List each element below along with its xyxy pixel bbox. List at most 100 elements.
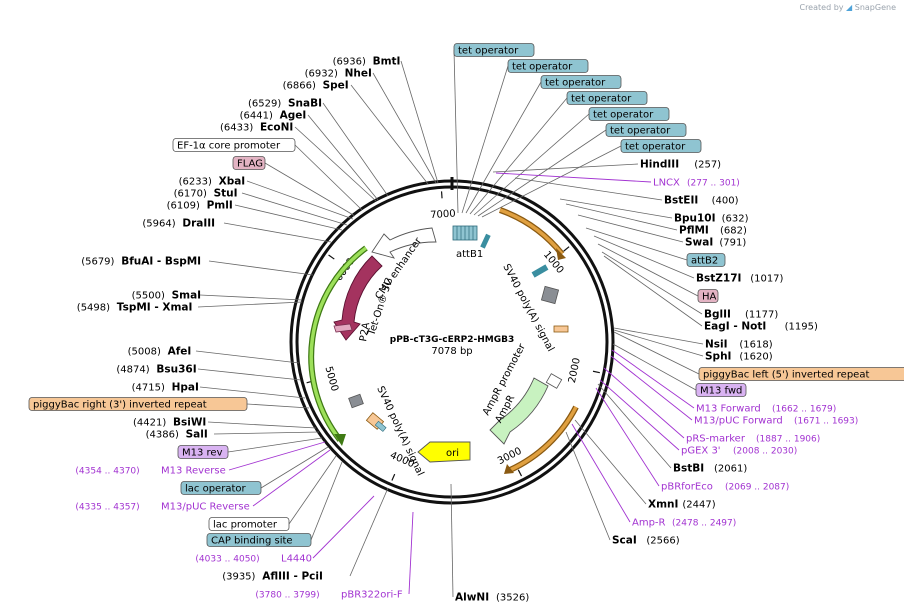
feature-box-label: tet operator: [610, 126, 671, 137]
lb-spei[interactable]: (6866)SpeI: [283, 80, 349, 92]
lb-bsteii[interactable]: BstEII(400): [664, 195, 739, 207]
feature-box: [206, 533, 312, 547]
lb-bfuai[interactable]: (5679)BfuAI - BspMI: [81, 256, 201, 268]
feature-box-label: piggyBac left (5') inverted repeat: [703, 370, 869, 381]
site-name: SphI: [705, 351, 731, 363]
piggybac-left-arrowhead: [556, 248, 566, 260]
site-position: (6932): [305, 69, 338, 80]
lb-tetop5[interactable]: tet operator: [588, 107, 670, 121]
site-name: SalI: [186, 429, 208, 441]
primer-name: Amp-R: [632, 518, 666, 529]
primer-name: LNCX: [653, 178, 680, 189]
lb-bmti[interactable]: (6936)BmtI: [333, 56, 401, 68]
lb-afliii[interactable]: (3935)AflIII - PciI: [222, 571, 323, 583]
lb-swai[interactable]: SwaI(791): [685, 237, 746, 249]
lb-agei[interactable]: (6441)AgeI: [240, 110, 307, 122]
lb-ampr[interactable]: Amp-R(2478 .. 2497): [632, 518, 736, 529]
sv40-top-feature: [540, 285, 560, 305]
lb-pmli[interactable]: (6109)PmlI: [167, 200, 233, 212]
lb-scai[interactable]: ScaI(2566): [612, 535, 680, 547]
lb-pgex[interactable]: pGEX 3'(2008 .. 2030): [681, 446, 797, 457]
lb-bglii[interactable]: BglII(1177): [704, 309, 778, 321]
lb-pbr322[interactable]: (3780 .. 3799)pBR322ori-F: [255, 590, 402, 601]
feature-box: [28, 397, 248, 411]
lb-tetop1[interactable]: tet operator: [453, 43, 535, 57]
feature-box-label: lac promoter: [213, 520, 278, 531]
site-name: BstEII: [664, 195, 698, 207]
site-name: TspMI - XmaI: [117, 302, 193, 314]
site-position: (4421): [133, 418, 166, 429]
lb-l4440[interactable]: (4033 .. 4050)L4440: [195, 554, 312, 565]
lb-pbleft[interactable]: piggyBac left (5') inverted repeat: [698, 367, 904, 381]
lb-m13reverse[interactable]: (4354 .. 4370)M13 Reverse: [75, 466, 225, 477]
lb-attb2[interactable]: attB2: [686, 253, 726, 267]
feature-box-label: tet operator: [458, 46, 519, 57]
lb-m13fwd[interactable]: M13 fwd: [695, 383, 747, 397]
lb-m13forward[interactable]: M13 Forward (1662 .. 1679): [696, 404, 836, 415]
primer-range: (1662 .. 1679): [772, 405, 836, 415]
feature-box: [507, 59, 589, 73]
site-position: (1620): [739, 352, 772, 363]
lb-cap[interactable]: CAP binding site: [206, 533, 312, 547]
lb-tetop4[interactable]: tet operator: [566, 91, 648, 105]
lb-xmni[interactable]: XmnI(2447): [648, 499, 716, 511]
lb-hindiii[interactable]: HindIII(257): [640, 159, 721, 171]
lb-sali[interactable]: (4386)SalI: [146, 429, 208, 441]
primer-range: (4354 .. 4370): [75, 467, 139, 477]
lb-ha[interactable]: HA: [697, 289, 719, 303]
feature-box-label: piggyBac right (3') inverted repeat: [33, 400, 207, 411]
lb-m13rev[interactable]: M13 rev: [177, 445, 229, 459]
tick-mark: [563, 246, 570, 252]
lb-tetop6[interactable]: tet operator: [605, 123, 687, 137]
lb-snabi[interactable]: (6529)SnaBI: [248, 98, 322, 110]
lb-xbai[interactable]: (6233)XbaI: [179, 176, 246, 188]
primer-name: pRS-marker: [686, 434, 746, 445]
lb-smai[interactable]: (5500)SmaI: [132, 290, 202, 302]
lb-stui[interactable]: (6170)StuI: [174, 188, 238, 200]
lb-pbright[interactable]: piggyBac right (3') inverted repeat: [28, 397, 248, 411]
lb-nsii[interactable]: NsiI(1618): [705, 339, 773, 351]
lb-ef1a[interactable]: EF-1α core promoter: [172, 138, 296, 152]
lb-bsiwi[interactable]: (4421)BsiWI: [133, 417, 206, 429]
feature-box: [177, 445, 229, 459]
ampr-arrow: [489, 377, 549, 445]
lb-pbrforeco[interactable]: pBRforEco(2069 .. 2087): [661, 482, 789, 493]
primer-name: pBRforEco: [661, 482, 713, 493]
lb-tspmi[interactable]: (5498) TspMI - XmaI: [77, 302, 193, 314]
lb-lncx[interactable]: LNCX(277 .. 301): [653, 178, 740, 189]
lb-tetop2[interactable]: tet operator: [507, 59, 589, 73]
lb-prs[interactable]: pRS-marker(1887 .. 1906): [686, 434, 820, 445]
lb-bsu36i[interactable]: (4874)Bsu36I: [116, 364, 196, 376]
lb-flag[interactable]: FLAG: [232, 156, 266, 170]
lb-sphi[interactable]: SphI (1620): [705, 351, 773, 363]
site-position: (1195): [785, 322, 818, 333]
lb-econi[interactable]: (6433)EcoNI: [220, 122, 293, 134]
lb-pflmi[interactable]: PflMI(682): [679, 225, 747, 237]
lb-lacop[interactable]: lac operator: [180, 481, 262, 495]
lb-tetop7[interactable]: tet operator: [620, 139, 702, 153]
site-name: ScaI: [612, 535, 637, 547]
lb-alwni[interactable]: AlwNI (3526): [455, 592, 529, 604]
feature-box-label: tet operator: [625, 142, 686, 153]
feature-box: [686, 253, 726, 267]
site-name: AlwNI: [455, 592, 489, 604]
site-position: (4715): [132, 383, 165, 394]
lac-operator-feature: [374, 420, 387, 432]
lb-bstz17i[interactable]: BstZ17I(1017): [696, 273, 784, 285]
site-position: (5498): [77, 303, 110, 314]
lb-bpu10i[interactable]: Bpu10I(632): [674, 213, 749, 225]
lb-nhei[interactable]: (6932)NheI: [305, 68, 372, 80]
lb-hpai[interactable]: (4715)HpaI: [132, 382, 199, 394]
feature-box-label: attB2: [691, 256, 718, 267]
lb-tetop3[interactable]: tet operator: [540, 75, 622, 89]
lb-m13pucrev[interactable]: (4335 .. 4357)M13/pUC Reverse: [75, 502, 249, 513]
lb-bstbi[interactable]: BstBI(2061): [673, 463, 747, 475]
primer-name: M13 Forward: [696, 404, 761, 415]
lb-eagi[interactable]: EagI - NotI(1195): [704, 321, 818, 333]
lb-m13puc[interactable]: M13/pUC Forward(1671 .. 1693): [694, 416, 858, 427]
lb-afei[interactable]: (5008)AfeI: [128, 346, 192, 358]
lb-lacprom[interactable]: lac promoter: [208, 517, 290, 531]
lb-draiii[interactable]: (5964)DraIII: [142, 218, 215, 230]
site-position: (3526): [496, 593, 529, 604]
